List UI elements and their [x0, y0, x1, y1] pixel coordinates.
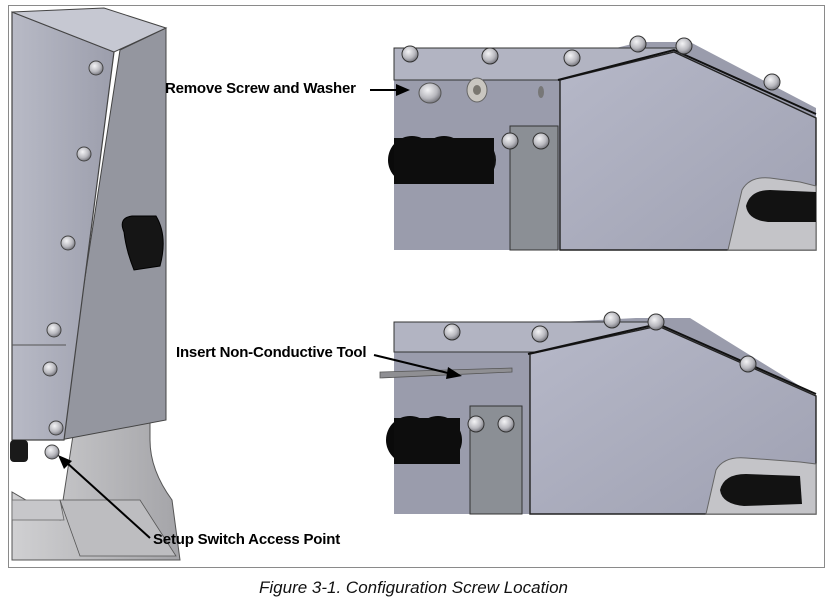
left-enclosure-view: [10, 7, 181, 561]
callout-setup-switch: Setup Switch Access Point: [153, 531, 340, 548]
knob-left: [121, 215, 164, 271]
knob-bottom-detail: [720, 474, 802, 506]
knob-top-detail: [746, 190, 816, 222]
figure-caption: Figure 3-1. Configuration Screw Location: [259, 578, 568, 597]
callout-insert-tool: Insert Non-Conductive Tool: [176, 344, 367, 361]
callout-remove-screw: Remove Screw and Washer: [165, 80, 356, 97]
detail-top: [388, 35, 817, 251]
detail-bottom: [379, 311, 817, 515]
callout-arrows: [58, 84, 462, 539]
